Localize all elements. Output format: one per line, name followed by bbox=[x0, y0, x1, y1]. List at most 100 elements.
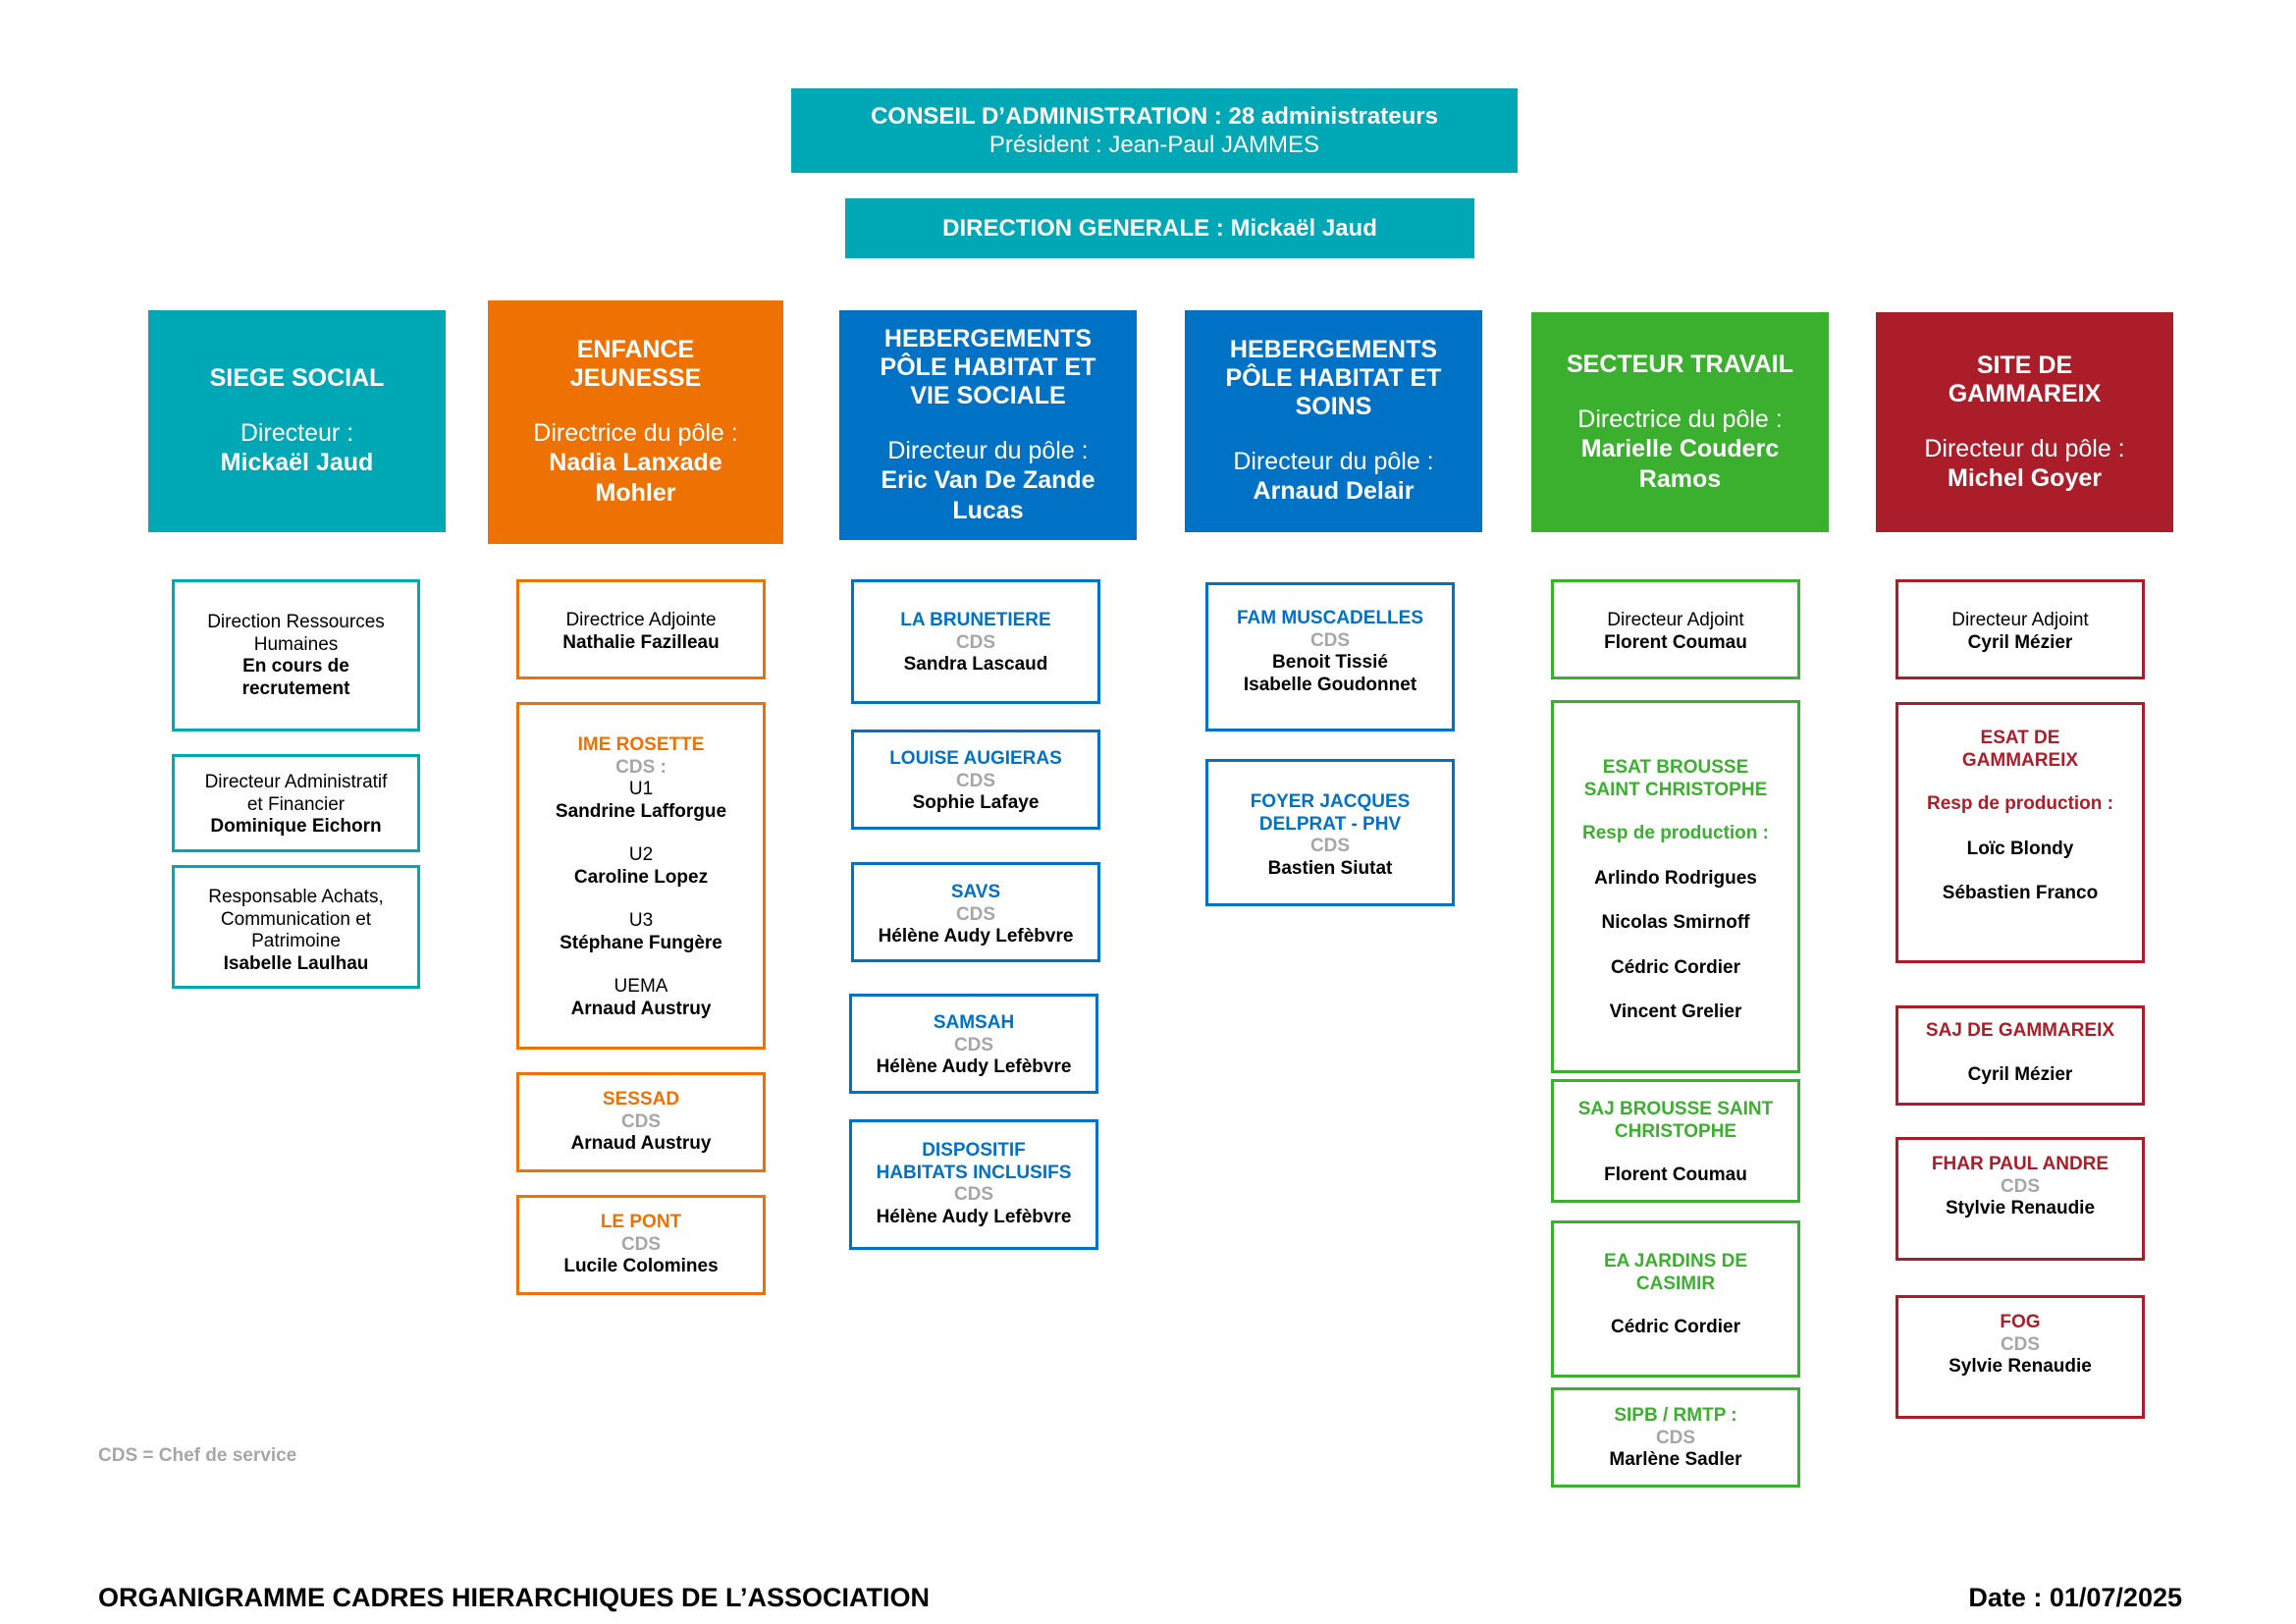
card-label: Directrice Adjointe bbox=[565, 610, 717, 630]
card-title: EA JARDINS DE CASIMIR bbox=[1603, 1251, 1748, 1294]
card-person: Sylvie Renaudie bbox=[1949, 1356, 2092, 1377]
card-person: Hélène Audy Lefèbvre bbox=[876, 1056, 1072, 1077]
card-person: Florent Coumau bbox=[1604, 631, 1747, 653]
card-cds: CDS bbox=[955, 770, 996, 791]
card-person: Nicolas Smirnoff bbox=[1601, 912, 1750, 933]
conseil-title: CONSEIL D’ADMINISTRATION : 28 administra… bbox=[871, 103, 1438, 130]
card-title: ESAT DE GAMMAREIX bbox=[1961, 728, 2079, 771]
card-person: Sophie Lafaye bbox=[912, 792, 1040, 813]
unit-person: Caroline Lopez bbox=[573, 866, 709, 888]
card-cds: CDS bbox=[620, 1233, 662, 1255]
card-title: LA BRUNETIERE bbox=[900, 610, 1051, 630]
footer-date: Date : 01/07/2025 bbox=[1968, 1583, 2182, 1612]
card-fam-muscadelles: FAM MUSCADELLES CDS Benoit Tissié Isabel… bbox=[1205, 582, 1455, 731]
card-title: FHAR PAUL ANDRE bbox=[1931, 1154, 2109, 1174]
card-title: ESAT BROUSSE SAINT CHRISTOPHE bbox=[1583, 757, 1768, 800]
card-person: Bastien Siutat bbox=[1267, 857, 1393, 879]
card-cds: CDS bbox=[2000, 1175, 2041, 1197]
card-person: Marlène Sadler bbox=[1609, 1449, 1742, 1470]
pole-site-gammareix: SITE DE GAMMAREIX Directeur du pôle : Mi… bbox=[1876, 312, 2173, 532]
card-cds: CDS bbox=[620, 1110, 662, 1132]
card-title: SAMSAH bbox=[933, 1012, 1015, 1033]
card-louise-augieras: LOUISE AUGIERAS CDS Sophie Lafaye bbox=[851, 730, 1100, 830]
card-cds: CDS bbox=[1309, 836, 1351, 856]
card-direction-rh: Direction Ressources Humaines En cours d… bbox=[172, 579, 420, 731]
card-person: Isabelle Laulhau bbox=[223, 952, 369, 974]
card-saj-gammareix: SAJ DE GAMMAREIX Cyril Mézier bbox=[1896, 1005, 2145, 1106]
card-cds: CDS bbox=[953, 1034, 994, 1056]
conseil-president: Président : Jean-Paul JAMMES bbox=[988, 132, 1320, 158]
card-habitats-inclusifs: DISPOSITIF HABITATS INCLUSIFS CDS Hélène… bbox=[849, 1119, 1098, 1250]
card-cds: CDS bbox=[953, 1184, 994, 1205]
pole-secteur-travail: SECTEUR TRAVAIL Directrice du pôle : Mar… bbox=[1531, 312, 1829, 532]
direction-generale-box: DIRECTION GENERALE : Mickaël Jaud bbox=[845, 198, 1474, 258]
card-person: Dominique Eichorn bbox=[210, 816, 382, 837]
card-title: IME ROSETTE bbox=[577, 734, 705, 755]
card-person: Sébastien Franco bbox=[1942, 883, 2099, 903]
card-ea-jardins-casimir: EA JARDINS DE CASIMIR Cédric Cordier bbox=[1551, 1220, 1800, 1378]
card-saj-brousse: SAJ BROUSSE SAINT CHRISTOPHE Florent Cou… bbox=[1551, 1079, 1800, 1203]
card-responsable-achats: Responsable Achats, Communication et Pat… bbox=[172, 865, 420, 989]
card-directeur-adjoint-travail: Directeur Adjoint Florent Coumau bbox=[1551, 579, 1800, 679]
card-cds: CDS bbox=[955, 631, 996, 653]
card-label: Directeur Adjoint bbox=[1607, 610, 1744, 630]
card-person: En cours de recrutement bbox=[241, 656, 350, 699]
card-cds: CDS bbox=[1655, 1427, 1696, 1448]
card-title: SAVS bbox=[950, 882, 1001, 902]
pole-role: Directrice du pôle : bbox=[1577, 405, 1783, 433]
card-title: LE PONT bbox=[600, 1212, 682, 1232]
card-directeur-adjoint-gammareix: Directeur Adjoint Cyril Mézier bbox=[1896, 579, 2145, 679]
card-fog: FOG CDS Sylvie Renaudie bbox=[1896, 1295, 2145, 1419]
unit-person: Sandrine Lafforgue bbox=[555, 800, 727, 822]
card-title: SESSAD bbox=[602, 1089, 680, 1110]
card-person: Arlindo Rodrigues bbox=[1594, 867, 1757, 889]
card-person: Benoit Tissié Isabelle Goudonnet bbox=[1243, 652, 1417, 695]
card-cds: CDS : bbox=[615, 756, 667, 778]
card-person: Lucile Colomines bbox=[563, 1256, 719, 1276]
card-person: Loïc Blondy bbox=[1966, 838, 2074, 859]
pole-title: SITE DE GAMMAREIX bbox=[1948, 351, 2102, 407]
card-label: Responsable Achats, Communication et Pat… bbox=[208, 887, 384, 951]
pole-siege-social: SIEGE SOCIAL Directeur : Mickaël Jaud bbox=[148, 310, 446, 532]
card-person: Florent Coumau bbox=[1604, 1164, 1747, 1185]
pole-habitat-vie-sociale: HEBERGEMENTS PÔLE HABITAT ET VIE SOCIALE… bbox=[839, 310, 1137, 540]
card-person: Vincent Grelier bbox=[1609, 1001, 1742, 1022]
card-title: SAJ DE GAMMAREIX bbox=[1925, 1020, 2115, 1041]
pole-habitat-soins: HEBERGEMENTS PÔLE HABITAT ET SOINS Direc… bbox=[1185, 310, 1482, 532]
conseil-administration-box: CONSEIL D’ADMINISTRATION : 28 administra… bbox=[791, 88, 1518, 173]
card-person: Cédric Cordier bbox=[1611, 1317, 1740, 1337]
pole-title: ENFANCE JEUNESSE bbox=[569, 336, 702, 392]
card-title: FOYER JACQUES DELPRAT - PHV bbox=[1250, 791, 1411, 835]
card-person: Cyril Mézier bbox=[1967, 1063, 2073, 1085]
pole-title: HEBERGEMENTS PÔLE HABITAT ET SOINS bbox=[1225, 336, 1442, 420]
unit-label: U2 bbox=[628, 844, 654, 865]
pole-title: SIEGE SOCIAL bbox=[209, 364, 385, 392]
card-ime-rosette: IME ROSETTE CDS : U1 Sandrine Lafforgue … bbox=[516, 702, 766, 1050]
card-cds: CDS bbox=[1309, 629, 1351, 651]
card-resp-label: Resp de production : bbox=[1927, 793, 2113, 814]
cds-legend: CDS = Chef de service bbox=[98, 1445, 297, 1466]
card-title: LOUISE AUGIERAS bbox=[889, 748, 1062, 769]
card-cds: CDS bbox=[2000, 1333, 2041, 1355]
card-esat-gammareix: ESAT DE GAMMAREIX Resp de production : L… bbox=[1896, 702, 2145, 963]
card-title: FAM MUSCADELLES bbox=[1237, 608, 1423, 628]
card-person: Hélène Audy Lefèbvre bbox=[878, 926, 1074, 947]
direction-generale-title: DIRECTION GENERALE : Mickaël Jaud bbox=[942, 215, 1377, 242]
pole-director: Eric Van De Zande Lucas bbox=[881, 465, 1095, 524]
card-samsah: SAMSAH CDS Hélène Audy Lefèbvre bbox=[849, 994, 1098, 1094]
card-title: SIPB / RMTP : bbox=[1614, 1405, 1737, 1426]
card-title: SAJ BROUSSE SAINT CHRISTOPHE bbox=[1577, 1099, 1774, 1142]
card-savs: SAVS CDS Hélène Audy Lefèbvre bbox=[851, 862, 1100, 962]
pole-role: Directeur : bbox=[240, 419, 354, 447]
unit-person: Stéphane Fungère bbox=[560, 932, 722, 953]
card-person: Cyril Mézier bbox=[1967, 631, 2073, 653]
pole-title: SECTEUR TRAVAIL bbox=[1566, 350, 1794, 378]
card-esat-brousse: ESAT BROUSSE SAINT CHRISTOPHE Resp de pr… bbox=[1551, 700, 1800, 1073]
pole-role: Directeur du pôle : bbox=[1924, 434, 2125, 462]
pole-director: Arnaud Delair bbox=[1253, 477, 1415, 505]
pole-director: Michel Goyer bbox=[1948, 463, 2102, 492]
card-person: Nathalie Fazilleau bbox=[562, 631, 720, 653]
card-label: Directeur Adjoint bbox=[1951, 610, 2089, 630]
card-sipb-rmtp: SIPB / RMTP : CDS Marlène Sadler bbox=[1551, 1387, 1800, 1488]
unit-label: U3 bbox=[628, 910, 654, 931]
